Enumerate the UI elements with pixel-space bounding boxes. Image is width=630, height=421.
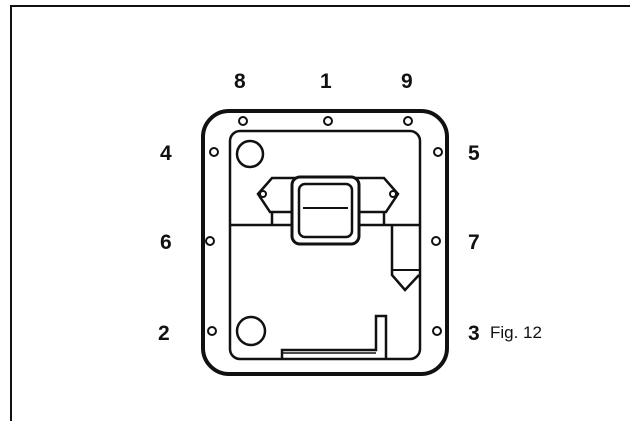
bolt-hole-2	[207, 326, 217, 336]
bolt-label-3: 3	[468, 322, 480, 345]
bolt-label-5: 5	[468, 142, 480, 165]
bolt-hole-7	[431, 236, 441, 246]
pickup-pipe	[280, 314, 388, 358]
bolt-hole-8	[238, 116, 248, 126]
bolt-label-4: 4	[160, 142, 172, 165]
bolt-hole-5	[433, 147, 443, 157]
bolt-label-6: 6	[160, 231, 172, 254]
figure-caption: Fig. 12	[490, 323, 542, 342]
bolt-label-1: 1	[320, 70, 332, 93]
bolt-holes	[205, 116, 443, 336]
cover-outer-outline	[201, 109, 449, 376]
bolt-hole-4	[209, 147, 219, 157]
plug-top-left	[235, 139, 265, 169]
bolt-label-2: 2	[158, 322, 170, 345]
bolt-hole-6	[205, 236, 215, 246]
strainer-pointer	[390, 225, 420, 292]
bolt-label-8: 8	[234, 70, 246, 93]
frame-left-border	[10, 5, 12, 421]
plug-bottom-left	[235, 315, 267, 347]
bolt-hole-3	[432, 326, 442, 336]
bolt-label-9: 9	[401, 70, 413, 93]
bolt-hole-9	[403, 116, 413, 126]
bolt-label-7: 7	[468, 231, 480, 254]
central-bracket	[256, 175, 400, 246]
bolt-hole-1	[323, 116, 333, 126]
cover-inner-recess	[228, 129, 422, 361]
frame-top-border	[10, 5, 630, 7]
